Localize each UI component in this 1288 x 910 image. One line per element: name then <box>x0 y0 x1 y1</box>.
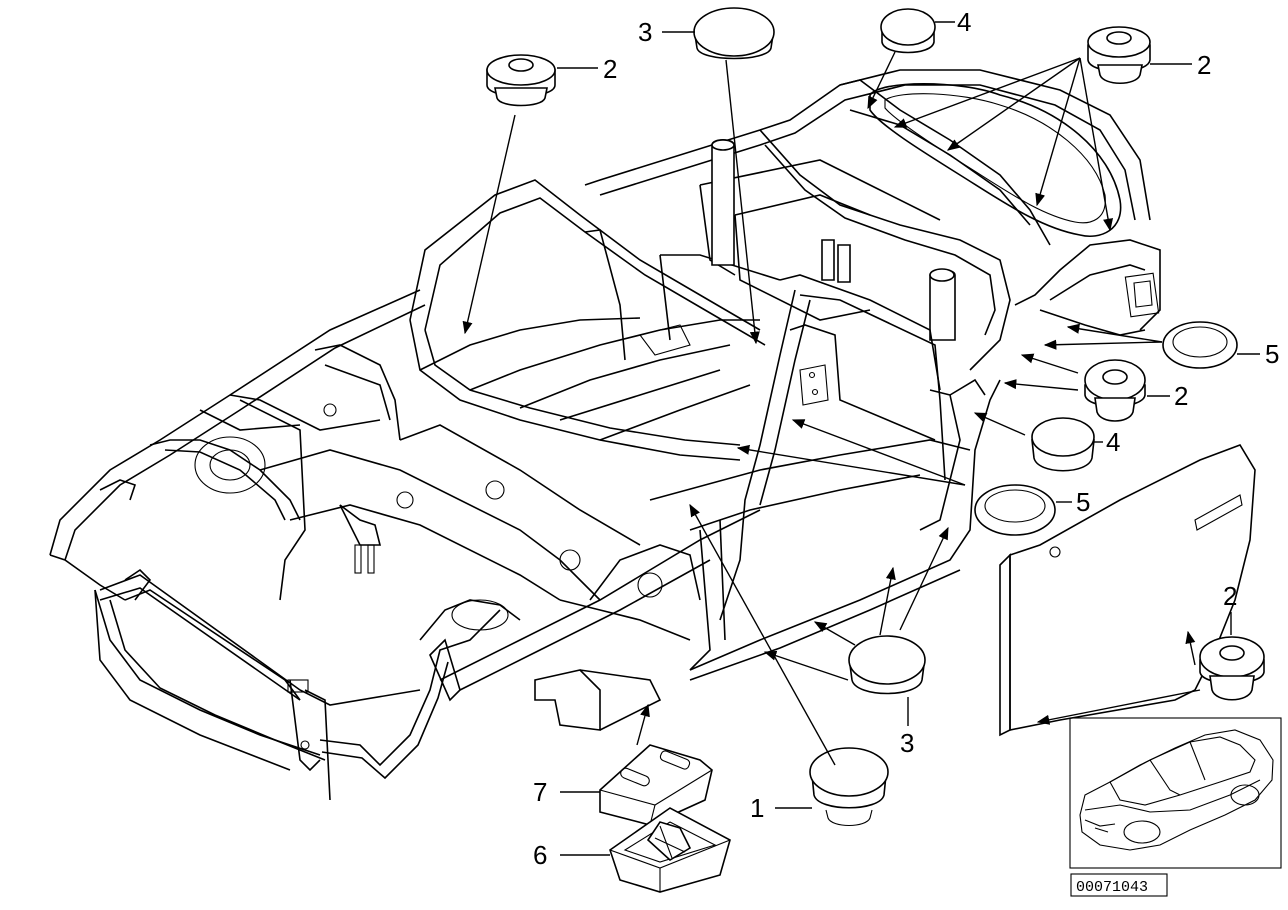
plug-2-lower-right <box>1199 636 1265 701</box>
cap-3-bottom <box>848 635 926 695</box>
callout-5-right: 5 <box>1265 339 1279 369</box>
pad-7 <box>599 744 713 826</box>
cap-4-right <box>1031 417 1095 472</box>
callout-7: 7 <box>533 777 547 807</box>
jack-pad-6 <box>609 807 731 893</box>
callout-5-mid: 5 <box>1076 487 1090 517</box>
car-thumbnail-inset: 00071043 <box>1069 717 1282 897</box>
ring-5-mid <box>974 484 1056 536</box>
cap-3-top <box>693 7 775 60</box>
callout-1: 1 <box>750 793 764 823</box>
callout-numbers: 2 3 4 2 5 2 4 5 2 3 7 1 6 <box>533 7 1279 870</box>
ring-5-right <box>1162 321 1238 369</box>
body-shell <box>49 69 1161 801</box>
cap-4-top <box>880 8 936 54</box>
plug-2-top-left <box>486 54 556 107</box>
car-thumbnail-icon <box>1079 729 1274 851</box>
callout-2-right: 2 <box>1174 381 1188 411</box>
callout-6: 6 <box>533 840 547 870</box>
callout-3-bottom: 3 <box>900 728 914 758</box>
callout-2-top-left: 2 <box>603 54 617 84</box>
cap-1 <box>809 747 889 827</box>
callout-2-top-right: 2 <box>1197 50 1211 80</box>
callout-4-right: 4 <box>1106 427 1120 457</box>
leader-lines <box>462 21 1260 856</box>
door-panel <box>999 444 1256 737</box>
plug-2-right <box>1084 359 1146 422</box>
callout-3-top: 3 <box>638 17 652 47</box>
callout-4-top: 4 <box>957 7 971 37</box>
reference-code: 00071043 <box>1076 879 1148 896</box>
plug-2-top-right <box>1087 26 1151 85</box>
callout-2-lower-right: 2 <box>1223 581 1237 611</box>
